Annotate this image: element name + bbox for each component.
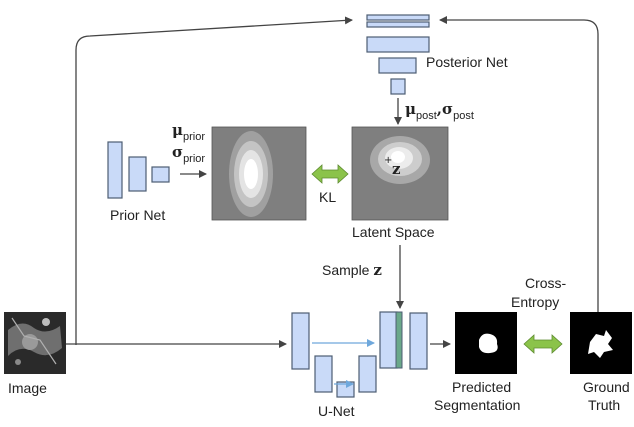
mu-sigma-post-label: μpost,σpost <box>405 100 474 122</box>
top-left-connector-arrow <box>75 16 353 345</box>
cross-entropy-double-arrow <box>523 334 563 354</box>
ground-truth-label-line1: Ground <box>583 379 630 395</box>
prior-distribution-plot <box>211 126 307 221</box>
cross-entropy-label-line2: Entropy <box>511 294 559 310</box>
kl-label: KL <box>319 189 336 205</box>
prior-net <box>107 141 170 199</box>
input-image <box>4 312 66 374</box>
sample-z-label: Sample z <box>322 261 382 279</box>
cross-entropy-label-line1: Cross- <box>525 275 567 291</box>
ground-truth-image <box>570 312 632 374</box>
ground-to-posterior-arrow <box>439 16 599 312</box>
latent-space-label: Latent Space <box>352 224 435 240</box>
prior-net-label: Prior Net <box>110 207 165 223</box>
image-label: Image <box>8 380 47 396</box>
predicted-segmentation-image <box>455 312 517 374</box>
posterior-net <box>366 14 430 95</box>
predicted-label-line2: Segmentation <box>434 397 520 413</box>
posterior-net-label: Posterior Net <box>426 54 508 70</box>
kl-double-arrow <box>311 164 349 184</box>
predicted-label-line1: Predicted <box>452 379 511 395</box>
sigma-prior-label: σprior <box>172 143 205 165</box>
mu-prior-label: μprior <box>172 121 205 143</box>
latent-space-plot <box>351 126 449 221</box>
ground-truth-label-line2: Truth <box>588 397 620 413</box>
latent-plus-mark: + <box>384 155 392 166</box>
unet <box>291 311 428 398</box>
latent-z-label: z <box>392 160 401 178</box>
unet-label: U-Net <box>318 403 355 419</box>
